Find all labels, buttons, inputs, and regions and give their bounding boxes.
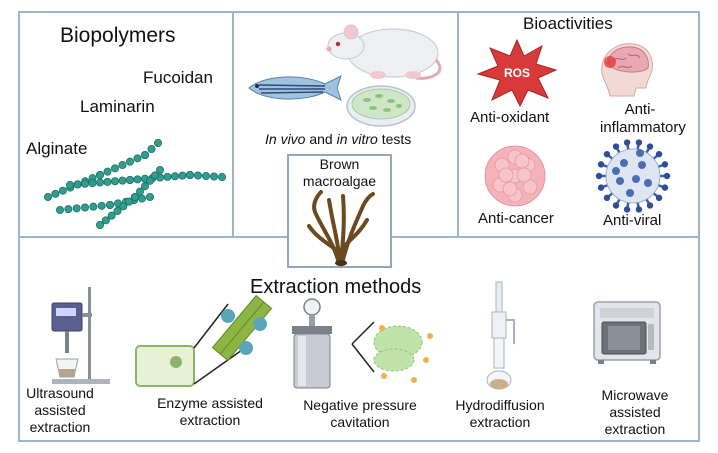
- polymer-chain-icon: [44, 139, 226, 230]
- ultrasound-device-icon: [51, 287, 110, 384]
- hydrodiffusion-apparatus-icon: [486, 281, 515, 390]
- in-vitro-text: in vitro: [336, 131, 378, 147]
- pressure-reactor-icon: [292, 298, 433, 389]
- fucoidan-label: Fucoidan: [143, 68, 213, 87]
- ultrasound-line-3: extraction: [29, 419, 91, 435]
- anti-oxidant-label: Anti-oxidant: [470, 109, 550, 126]
- and-text: and: [305, 131, 337, 147]
- anti-inflammatory-label-1: Anti-: [624, 101, 656, 118]
- anti-cancer-label: Anti-cancer: [478, 210, 554, 227]
- cancer-cell-icon: [484, 145, 546, 207]
- bioactivities-title: Bioactivities: [523, 14, 613, 33]
- anti-inflammatory-label-2: inflammatory: [600, 119, 686, 136]
- microwave-line-2: assisted: [609, 404, 661, 420]
- brain-head-icon: [601, 43, 653, 97]
- biopolymers-title: Biopolymers: [60, 24, 176, 47]
- seaweed-icon: [307, 190, 375, 266]
- ros-badge: ROS: [504, 66, 530, 80]
- tests-label: In vivo and in vitro tests: [265, 131, 411, 147]
- pressure-line-2: cavitation: [330, 414, 390, 430]
- hydrodiffusion-line-1: Hydrodiffusion: [455, 397, 545, 413]
- ros-burst-icon: ROS: [476, 38, 558, 108]
- virus-icon: [595, 139, 671, 213]
- ultrasound-line-2: assisted: [34, 402, 86, 418]
- zebrafish-icon: [248, 75, 342, 101]
- hydrodiffusion-line-2: extraction: [469, 414, 531, 430]
- microwave-icon: [593, 301, 661, 364]
- microwave-line-3: extraction: [604, 421, 666, 437]
- microwave-line-1: Microwave: [601, 387, 669, 403]
- enzyme-cell-icon: [135, 294, 273, 387]
- macroalgae-label: macroalgae: [302, 173, 377, 189]
- extraction-title: Extraction methods: [250, 276, 422, 298]
- mouse-icon: [326, 24, 442, 80]
- brown-label: Brown: [319, 156, 360, 172]
- petri-dish-icon: [346, 85, 416, 127]
- pressure-line-1: Negative pressure: [303, 397, 417, 413]
- tests-text: tests: [377, 131, 412, 147]
- anti-viral-label: Anti-viral: [603, 212, 662, 229]
- ultrasound-line-1: Ultrasound: [26, 385, 94, 401]
- enzyme-line-1: Enzyme assisted: [157, 395, 263, 411]
- laminarin-label: Laminarin: [80, 97, 155, 116]
- in-vivo-text: In vivo: [265, 131, 306, 147]
- extraction-panel: [18, 236, 700, 442]
- alginate-label: Alginate: [26, 139, 88, 158]
- enzyme-line-2: extraction: [179, 412, 241, 428]
